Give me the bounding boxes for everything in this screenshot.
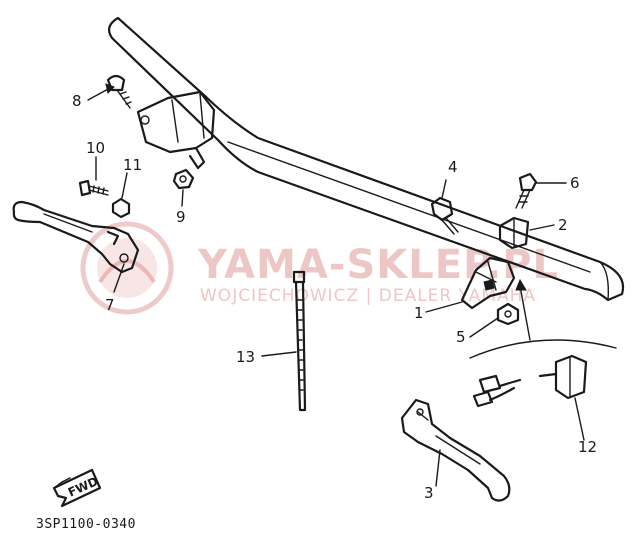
assembly-bracket — [469, 278, 617, 359]
watermark-title: YAMA-SKLEP.PL — [197, 242, 559, 288]
forward-arrow-icon: FWD — [52, 468, 102, 508]
part-8-bolt — [106, 74, 132, 109]
watermark-subtitle: WOJCIECHOWICZ | DEALER YAMAHA — [200, 286, 536, 306]
handlebar — [107, 16, 625, 302]
callout-5: 5 — [456, 328, 466, 346]
callout-13: 13 — [236, 348, 255, 366]
part-11-nut — [111, 197, 131, 219]
callout-9: 9 — [176, 208, 186, 226]
part-4-bolt — [430, 196, 459, 235]
callout-7: 7 — [105, 296, 115, 314]
drawing-code: 3SP1100-0340 — [36, 517, 136, 532]
callout-8: 8 — [72, 92, 82, 110]
part-6-bolt — [515, 172, 538, 209]
part-1-lever-holder — [460, 256, 516, 310]
brake-master-cylinder — [136, 90, 216, 170]
callout-4: 4 — [448, 158, 458, 176]
part-9-nut — [172, 168, 195, 190]
watermark: YAMA-SKLEP.PL WOJCIECHOWICZ | DEALER YAM… — [80, 221, 559, 315]
callout-3: 3 — [424, 484, 434, 502]
leader-lines — [87, 83, 585, 487]
part-13-cable-tie — [292, 270, 307, 412]
part-12-switch — [472, 354, 588, 408]
callout-11: 11 — [123, 156, 142, 174]
callout-1: 1 — [414, 304, 424, 322]
callout-12: 12 — [578, 438, 597, 456]
callout-6: 6 — [570, 174, 580, 192]
callout-2: 2 — [558, 216, 568, 234]
part-3-clutch-lever — [400, 398, 511, 502]
part-2-clamp — [498, 216, 530, 250]
part-10-bolt — [78, 179, 109, 197]
callout-10: 10 — [86, 139, 105, 157]
callout-labels: 8 10 11 9 7 4 6 2 1 5 12 13 3 — [72, 92, 597, 502]
part-7-brake-lever — [12, 200, 140, 274]
part-5-nut — [496, 302, 520, 326]
